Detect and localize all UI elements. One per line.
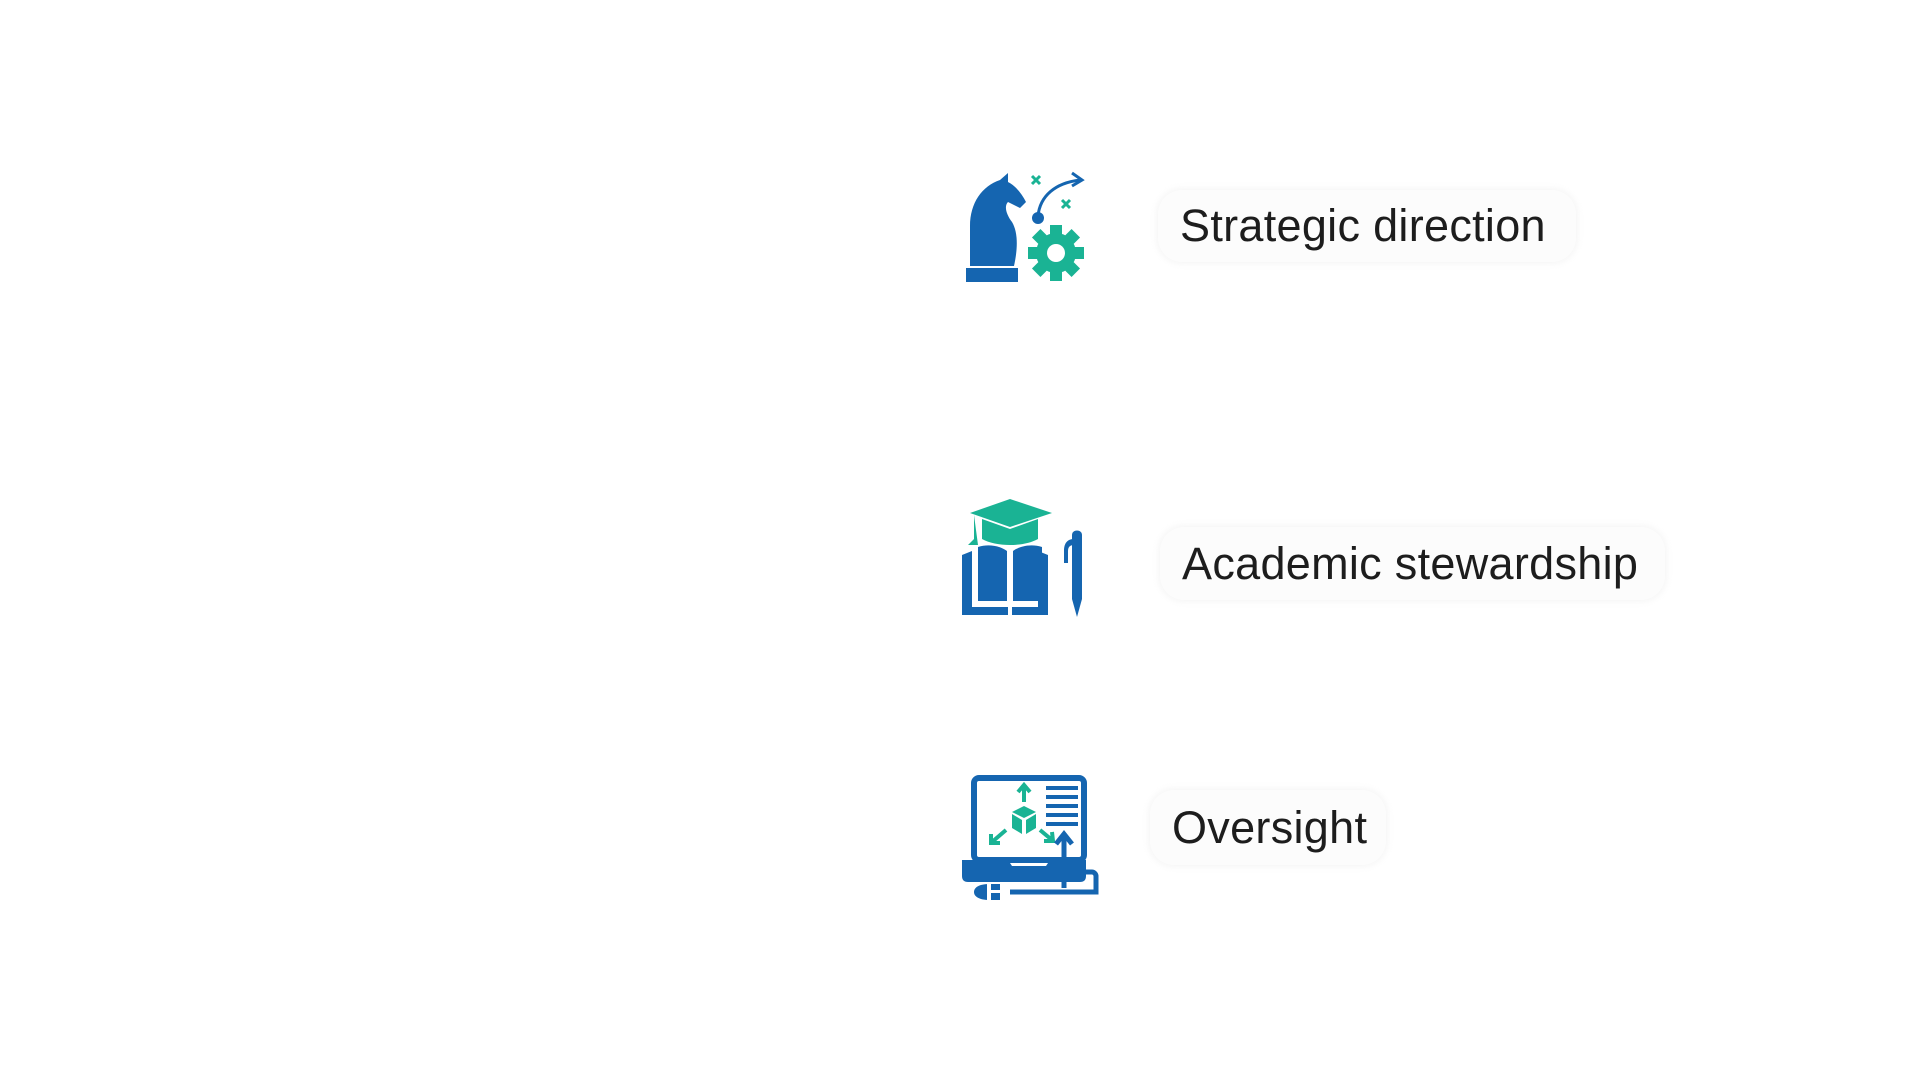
label-pill: Academic stewardship: [1160, 527, 1665, 600]
graduation-book-pen-icon: [962, 499, 1082, 617]
label-pill: Strategic direction: [1158, 190, 1576, 262]
item-label: Oversight: [1172, 801, 1368, 853]
chess-knight-strategy-icon: [966, 171, 1085, 282]
item-label: Strategic direction: [1180, 200, 1546, 251]
item-label: Academic stewardship: [1182, 537, 1639, 589]
laptop-dashboard-icon: [962, 775, 1099, 902]
label-pill: Oversight: [1150, 790, 1386, 865]
